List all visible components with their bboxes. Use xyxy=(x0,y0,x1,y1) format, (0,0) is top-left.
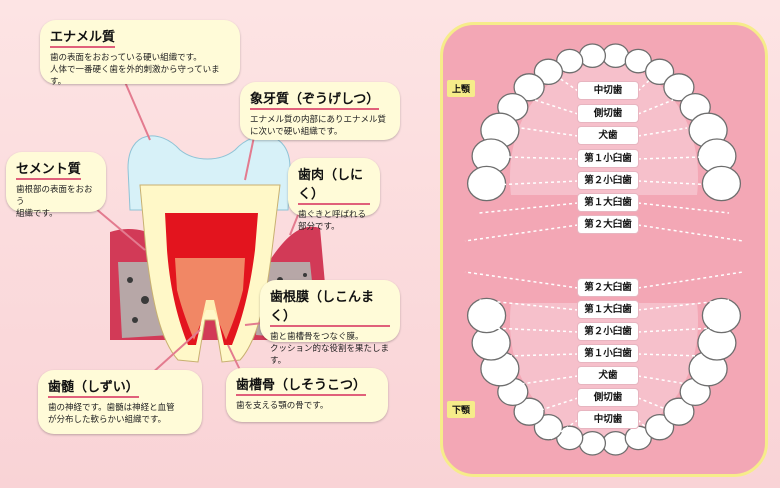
cementum-title: セメント質 xyxy=(16,158,81,180)
upper-label-second-molar: 第２大臼歯 xyxy=(578,216,638,233)
lower-tooth xyxy=(663,397,695,426)
lower-label-lateral-incisor: 側切歯 xyxy=(578,389,638,406)
upper-label-first-premolar: 第１小臼歯 xyxy=(578,150,638,167)
upper-label-first-molar: 第１大臼歯 xyxy=(578,194,638,211)
enamel-callout: エナメル質 歯の表面をおおっている硬い組織です。 人体で一番硬く歯を外的刺激から… xyxy=(40,20,240,87)
upper-tooth xyxy=(466,165,507,202)
ligament-description: 歯と歯槽骨をつなぐ膜。 クッション的な役割を果たします。 xyxy=(270,332,390,366)
enamel-title: エナメル質 xyxy=(50,26,116,48)
cementum-description: 歯根部の表面をおおう 組織です。 xyxy=(16,185,93,219)
upper-tooth xyxy=(533,58,564,86)
connector-dash xyxy=(534,99,579,115)
lower-label-second-molar: 第２大臼歯 xyxy=(578,279,638,296)
lower-label-canine: 犬歯 xyxy=(578,367,638,384)
lower-label-second-premolar: 第２小臼歯 xyxy=(578,323,638,340)
connector-dash xyxy=(637,180,716,186)
connector-dash xyxy=(637,327,716,333)
connector-dash xyxy=(464,271,579,289)
connector-dashed-lines xyxy=(464,70,744,441)
upper-tooth xyxy=(601,43,630,69)
lower-tooth xyxy=(513,397,545,426)
ligament-title: 歯根膜（しこんまく） xyxy=(270,286,390,327)
lower-tooth xyxy=(466,297,507,334)
upper-tooth xyxy=(663,73,695,102)
lower-label-first-premolar: 第１小臼歯 xyxy=(578,345,638,362)
lower-label-first-molar: 第１大臼歯 xyxy=(578,301,638,318)
dentin-callout: 象牙質（ぞうげしつ） エナメル質の内部にありエナメル質 に次いで硬い組織です。 xyxy=(240,82,400,140)
connector-dash xyxy=(534,397,579,413)
upper-label-central-incisor: 中切歯 xyxy=(578,82,638,99)
connector-dash xyxy=(637,99,674,115)
pulp-title: 歯髄（しずい） xyxy=(48,376,139,398)
dental-arch-drawing xyxy=(464,43,744,456)
upper-label-second-premolar: 第２小臼歯 xyxy=(578,172,638,189)
upper-tooth xyxy=(513,73,545,102)
connector-dash xyxy=(478,299,579,311)
ligament-callout: 歯根膜（しこんまく） 歯と歯槽骨をつなぐ膜。 クッション的な役割を果たします。 xyxy=(260,280,400,366)
connector-dash xyxy=(637,271,744,289)
lower-label-central-incisor: 中切歯 xyxy=(578,411,638,428)
gum-title: 歯肉（しにく） xyxy=(298,164,370,205)
root-canal-nerves xyxy=(175,258,245,340)
connector-dash xyxy=(637,397,674,413)
connector-dash xyxy=(637,127,688,137)
lower-tooth xyxy=(533,413,564,441)
upper-label-lateral-incisor: 側切歯 xyxy=(578,105,638,122)
upper-tooth xyxy=(701,165,742,202)
gum-description: 歯ぐきと呼ばれる 部分です。 xyxy=(298,210,367,232)
enamel-description: 歯の表面をおおっている硬い組織です。 人体で一番硬く歯を外的刺激から守っています… xyxy=(50,53,220,87)
connector-dash xyxy=(637,353,702,357)
dental-arch-panel: 上顎 下顎 中切歯 側切歯 犬歯 第１小臼歯 第２小臼歯 第１大臼歯 第２大臼歯… xyxy=(440,22,768,477)
connector-dash xyxy=(637,202,730,214)
connector-dash xyxy=(492,180,579,186)
alveolar-description: 歯を支える顎の骨です。 xyxy=(236,401,329,411)
lower-jaw-tag: 下顎 xyxy=(447,401,476,418)
connector-dash xyxy=(637,156,702,160)
alveolar-title: 歯槽骨（しそうこつ） xyxy=(236,374,367,396)
lower-tooth xyxy=(601,430,630,456)
dentin-title: 象牙質（ぞうげしつ） xyxy=(250,88,380,110)
connector-dash xyxy=(637,70,660,92)
lower-tooth xyxy=(701,297,742,334)
connector-dash xyxy=(637,419,660,441)
upper-jaw-tag: 上顎 xyxy=(447,80,476,97)
upper-label-canine: 犬歯 xyxy=(578,127,638,144)
cementum-callout: セメント質 歯根部の表面をおおう 組織です。 xyxy=(6,152,106,219)
lower-arch-teeth xyxy=(466,297,742,456)
pulp-callout: 歯髄（しずい） 歯の神経です。歯髄は神経と血管 が分布した軟らかい組織です。 xyxy=(38,370,202,434)
gum-callout: 歯肉（しにく） 歯ぐきと呼ばれる 部分です。 xyxy=(288,158,380,232)
lower-tooth xyxy=(578,430,607,456)
pulp-description: 歯の神経です。歯髄は神経と血管 が分布した軟らかい組織です。 xyxy=(48,403,175,425)
connector-dash xyxy=(637,375,688,385)
connector-dash xyxy=(492,327,579,333)
connector-dash xyxy=(478,202,579,214)
upper-tooth xyxy=(578,43,607,69)
connector-dash xyxy=(464,224,579,242)
connector-dash xyxy=(637,224,744,242)
alveolar-callout: 歯槽骨（しそうこつ） 歯を支える顎の骨です。 xyxy=(226,368,388,422)
dentin-description: エナメル質の内部にありエナメル質 に次いで硬い組織です。 xyxy=(250,115,387,137)
